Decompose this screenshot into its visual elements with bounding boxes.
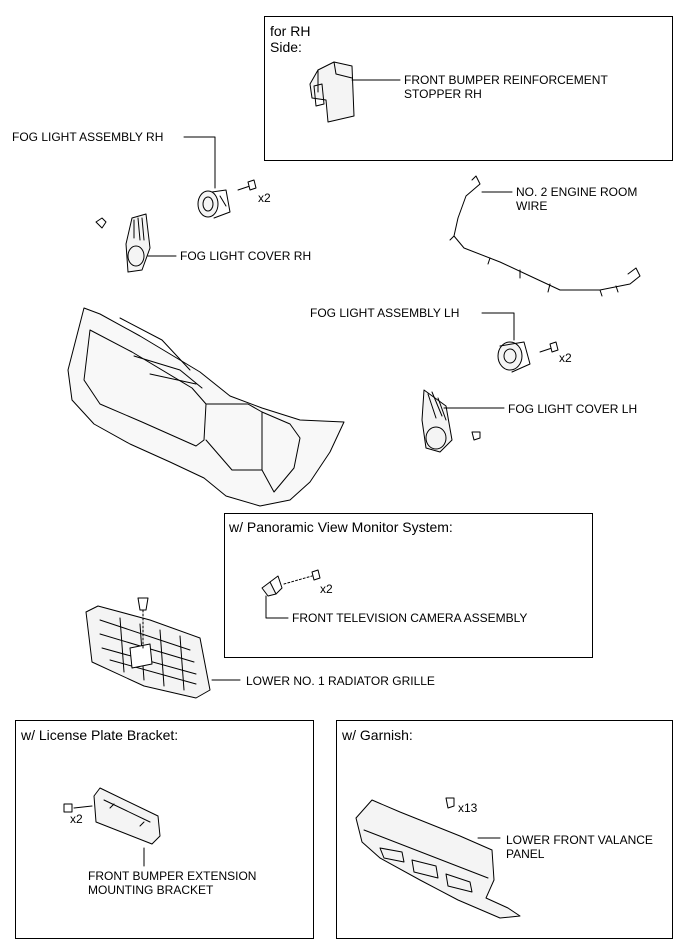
- bracket-bolt-qty: x2: [70, 812, 83, 826]
- engine-room-wire-label: NO. 2 ENGINE ROOM WIRE: [516, 185, 638, 213]
- panoramic-view-header: w/ Panoramic View Monitor System:: [229, 519, 453, 535]
- camera-screw-qty: x2: [320, 582, 333, 596]
- valance-panel-label: LOWER FRONT VALANCE PANEL: [506, 833, 653, 861]
- rh-side-header: for RH Side:: [270, 23, 311, 55]
- bumper-stopper-rh-part: [309, 61, 355, 123]
- tv-camera-leader: [265, 595, 289, 619]
- panoramic-view-box: [224, 513, 593, 658]
- valance-clip-qty: x13: [458, 801, 478, 815]
- garnish-header: w/ Garnish:: [342, 727, 413, 743]
- radiator-grille-part: [85, 605, 211, 699]
- extension-bracket-label: FRONT BUMPER EXTENSION MOUNTING BRACKET: [88, 869, 257, 897]
- fog-rh-bolt-qty: x2: [258, 191, 271, 205]
- fog-rh-bolt: [237, 179, 257, 191]
- valance-clip: [445, 797, 455, 809]
- bumper-stopper-rh-label: FRONT BUMPER REINFORCEMENT STOPPER RH: [404, 73, 608, 101]
- grille-clip: [137, 597, 149, 611]
- radiator-grille-label: LOWER NO. 1 RADIATOR GRILLE: [246, 674, 435, 688]
- engine-room-wire-part: [449, 175, 641, 297]
- fog-assy-rh-leader: [183, 136, 216, 189]
- fog-light-assembly-lh-part: [497, 341, 531, 373]
- extension-bracket-part: [93, 787, 161, 845]
- fog-light-assembly-rh-label: FOG LIGHT ASSEMBLY RH: [12, 130, 164, 144]
- bracket-bolt: [63, 803, 93, 813]
- tv-camera-part: [261, 575, 283, 597]
- license-plate-header: w/ License Plate Bracket:: [21, 727, 179, 743]
- fog-cover-rh-clip: [95, 217, 107, 229]
- fog-light-cover-lh-part: [421, 389, 453, 453]
- fog-light-assembly-rh-part: [197, 189, 231, 219]
- fog-light-cover-lh-label: FOG LIGHT COVER LH: [508, 402, 638, 416]
- front-bumper-cover-part: [67, 307, 345, 507]
- fog-cover-lh-clip: [471, 431, 481, 441]
- fog-lh-bolt: [539, 341, 559, 353]
- valance-panel-part: [355, 799, 521, 919]
- fog-light-cover-rh-part: [125, 213, 151, 273]
- license-plate-box: [15, 720, 314, 939]
- tv-camera-label: FRONT TELEVISION CAMERA ASSEMBLY: [292, 611, 528, 625]
- fog-light-assembly-lh-label: FOG LIGHT ASSEMBLY LH: [310, 306, 460, 320]
- fog-light-cover-rh-label: FOG LIGHT COVER RH: [180, 249, 312, 263]
- camera-screw: [283, 569, 321, 585]
- fog-assy-lh-leader: [481, 312, 515, 341]
- fog-lh-bolt-qty: x2: [559, 351, 572, 365]
